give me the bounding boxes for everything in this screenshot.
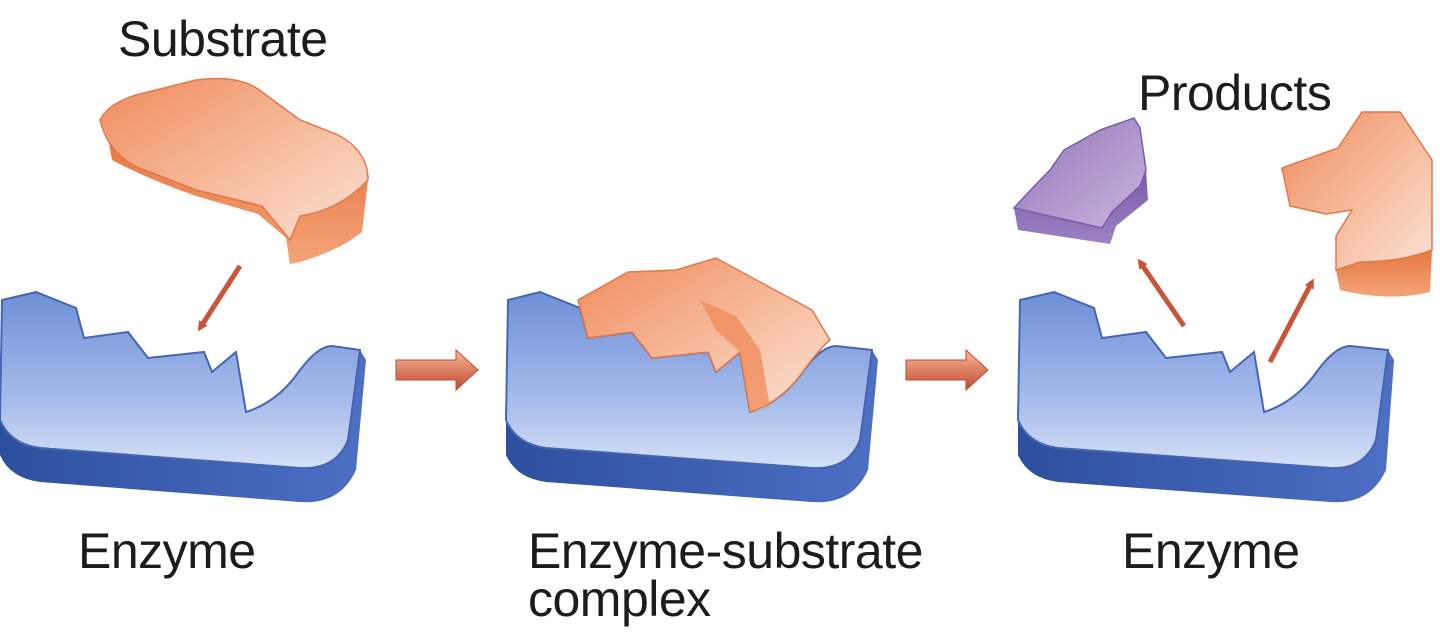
enzyme-left bbox=[0, 290, 366, 503]
substrate-molecule bbox=[99, 77, 369, 264]
product-orange bbox=[1281, 111, 1433, 297]
product-purple bbox=[1012, 117, 1148, 244]
binding-arrow bbox=[197, 264, 243, 332]
release-arrow-right bbox=[1267, 278, 1315, 364]
complex-label-line2: complex bbox=[528, 571, 711, 627]
complex-label-line1: Enzyme-substrate bbox=[528, 523, 923, 579]
enzyme-label-right: Enzyme bbox=[1122, 523, 1300, 579]
products-label: Products bbox=[1138, 65, 1332, 121]
enzyme-right bbox=[1016, 290, 1394, 503]
reaction-arrow-2 bbox=[905, 348, 989, 392]
release-arrow-left bbox=[1137, 258, 1187, 328]
reaction-arrow-1 bbox=[395, 348, 479, 392]
enzyme-label-left: Enzyme bbox=[78, 523, 256, 579]
substrate-label: Substrate bbox=[118, 11, 328, 67]
bound-substrate bbox=[577, 257, 831, 413]
